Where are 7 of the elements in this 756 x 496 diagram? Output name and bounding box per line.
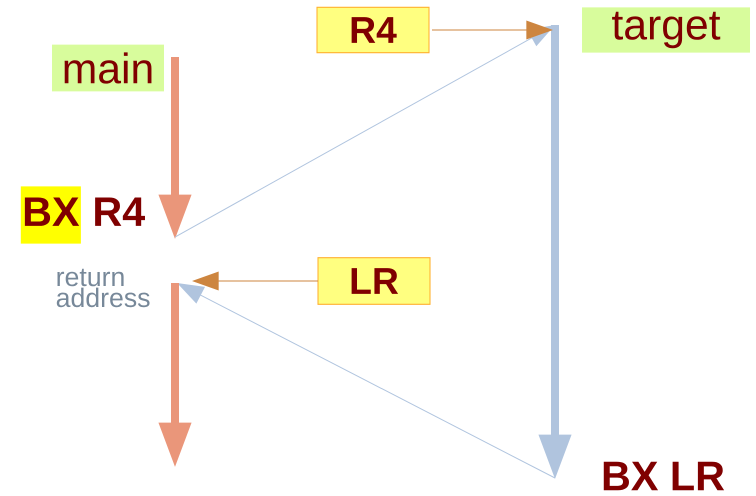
instruction-label: BX LR [604,462,724,490]
note-text: return address [56,268,150,308]
register-box: R4 [316,6,430,54]
register-box: LR [317,257,431,305]
label-box: target [582,7,750,53]
label-box: main [52,44,164,92]
instruction-label: BX R4 [20,186,145,244]
